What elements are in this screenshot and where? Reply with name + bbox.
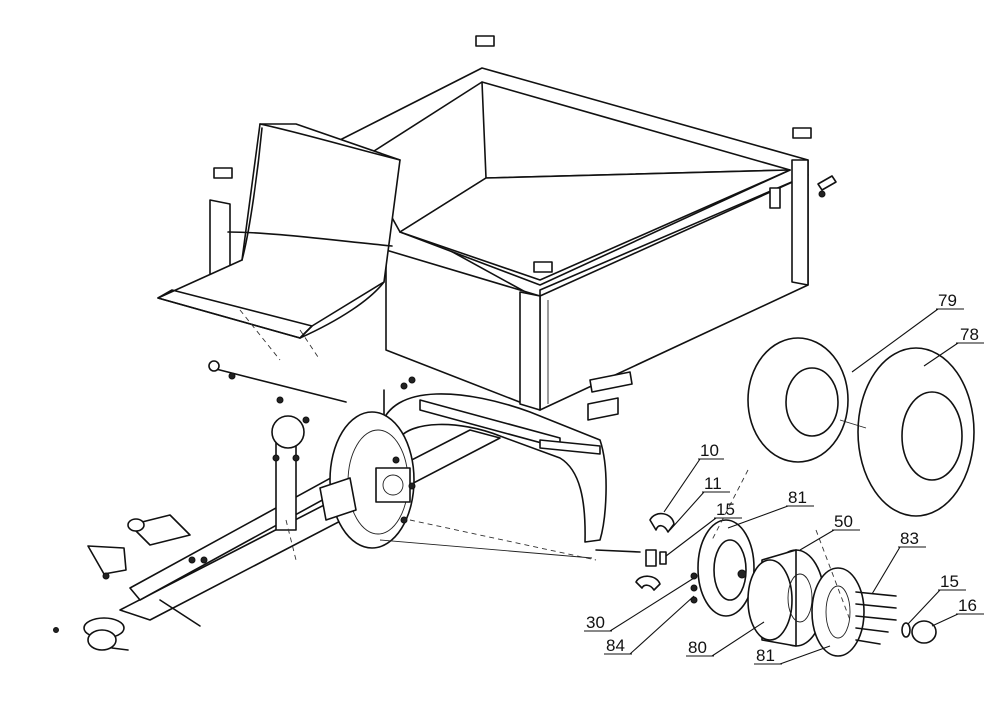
callout-50: 50	[799, 512, 860, 551]
svg-text:84: 84	[606, 636, 625, 655]
callout-84: 84	[604, 595, 695, 655]
axle-frame	[53, 360, 607, 651]
svg-text:50: 50	[834, 512, 853, 531]
callout-16: 16	[931, 596, 984, 627]
svg-text:78: 78	[960, 325, 979, 344]
callout-15-left: 15	[665, 500, 742, 557]
callout-80: 80	[686, 621, 765, 657]
callout-78: 78	[923, 325, 984, 367]
svg-text:15: 15	[940, 572, 959, 591]
svg-text:80: 80	[688, 638, 707, 657]
callout-81-top: 81	[727, 488, 814, 529]
svg-text:10: 10	[700, 441, 719, 460]
svg-text:81: 81	[788, 488, 807, 507]
dump-box	[209, 35, 837, 421]
callout-79: 79	[851, 291, 964, 373]
svg-text:16: 16	[958, 596, 977, 615]
svg-text:11: 11	[704, 474, 722, 493]
svg-text:15: 15	[716, 500, 735, 519]
seat	[157, 123, 401, 361]
callout-15-right: 15	[907, 572, 966, 625]
svg-text:83: 83	[900, 529, 919, 548]
svg-text:81: 81	[756, 646, 775, 665]
callout-10: 10	[663, 441, 724, 513]
callout-81-bottom: 81	[754, 645, 831, 665]
wheel-parts	[595, 337, 975, 657]
callout-11: 11	[669, 474, 730, 531]
svg-text:79: 79	[938, 291, 957, 310]
svg-text:30: 30	[586, 613, 605, 632]
callout-83: 83	[871, 529, 926, 595]
callouts: 79 78 10 11 15 81 50	[584, 291, 984, 665]
callout-30: 30	[584, 577, 695, 632]
